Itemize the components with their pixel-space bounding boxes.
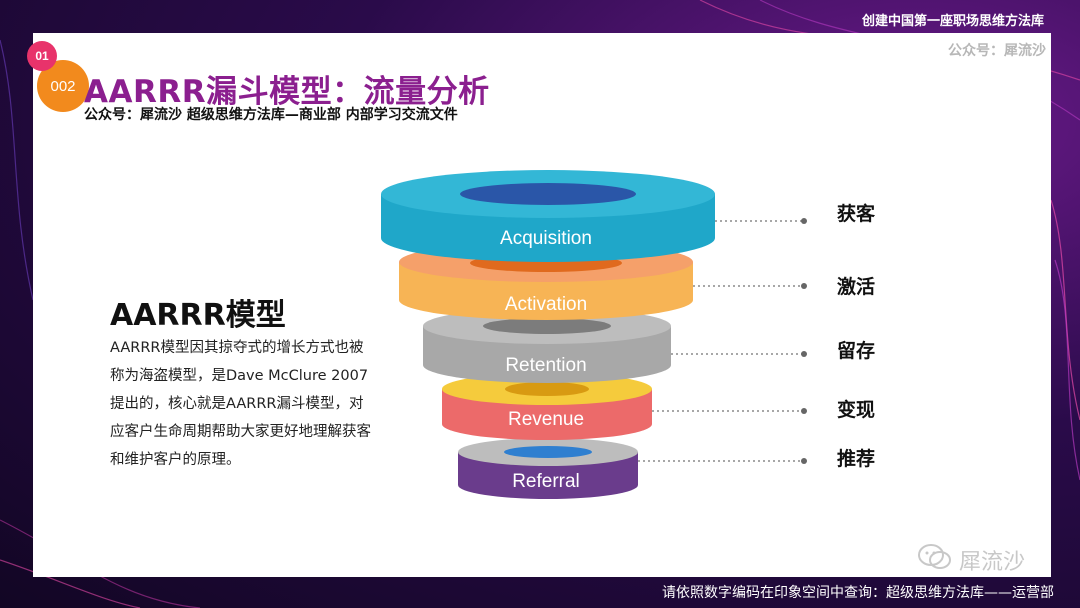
wechat-icon [917,543,953,577]
page-subtitle: 公众号：犀流沙 超级思维方法库—商业部 内部学习交流文件 [84,107,458,123]
connector-dots [801,218,807,464]
cn-label-activation: 激活 [837,276,876,298]
page-title: AARRR漏斗模型：流量分析 [84,74,490,110]
funnel-stage-referral: Referral [458,438,638,499]
wechat-watermark-text: 犀流沙 [959,550,1026,575]
cn-label-retention: 留存 [837,340,876,362]
cn-label-referral: 推荐 [837,448,876,470]
funnel-connectors [638,220,803,462]
stage-label-retention: Retention [505,355,586,376]
model-description: AARRR模型因其掠夺式的增长方式也被称为海盗模型，是Dave McClure … [110,340,371,468]
top-watermark: 公众号：犀流沙 [948,43,1046,59]
cn-label-revenue: 变现 [837,399,876,421]
section-badge-01: 01 [27,41,57,71]
wechat-watermark: 犀流沙 [917,543,1025,577]
bottom-footer: 请依照数字编码在印象空间中查询：超级思维方法库——运营部 [662,585,1054,601]
top-banner-text: 创建中国第一座职场思维方法库 [861,14,1044,29]
model-heading: AARRR模型 [110,298,286,333]
funnel-stage-acquisition: Acquisition [381,170,715,262]
stage-label-referral: Referral [512,471,580,492]
stage-label-acquisition: Acquisition [500,228,592,249]
stage-label-activation: Activation [505,294,587,315]
stage-label-revenue: Revenue [508,409,584,430]
funnel-stage-revenue: Revenue [442,373,652,440]
cn-label-acquisition: 获客 [837,203,876,225]
